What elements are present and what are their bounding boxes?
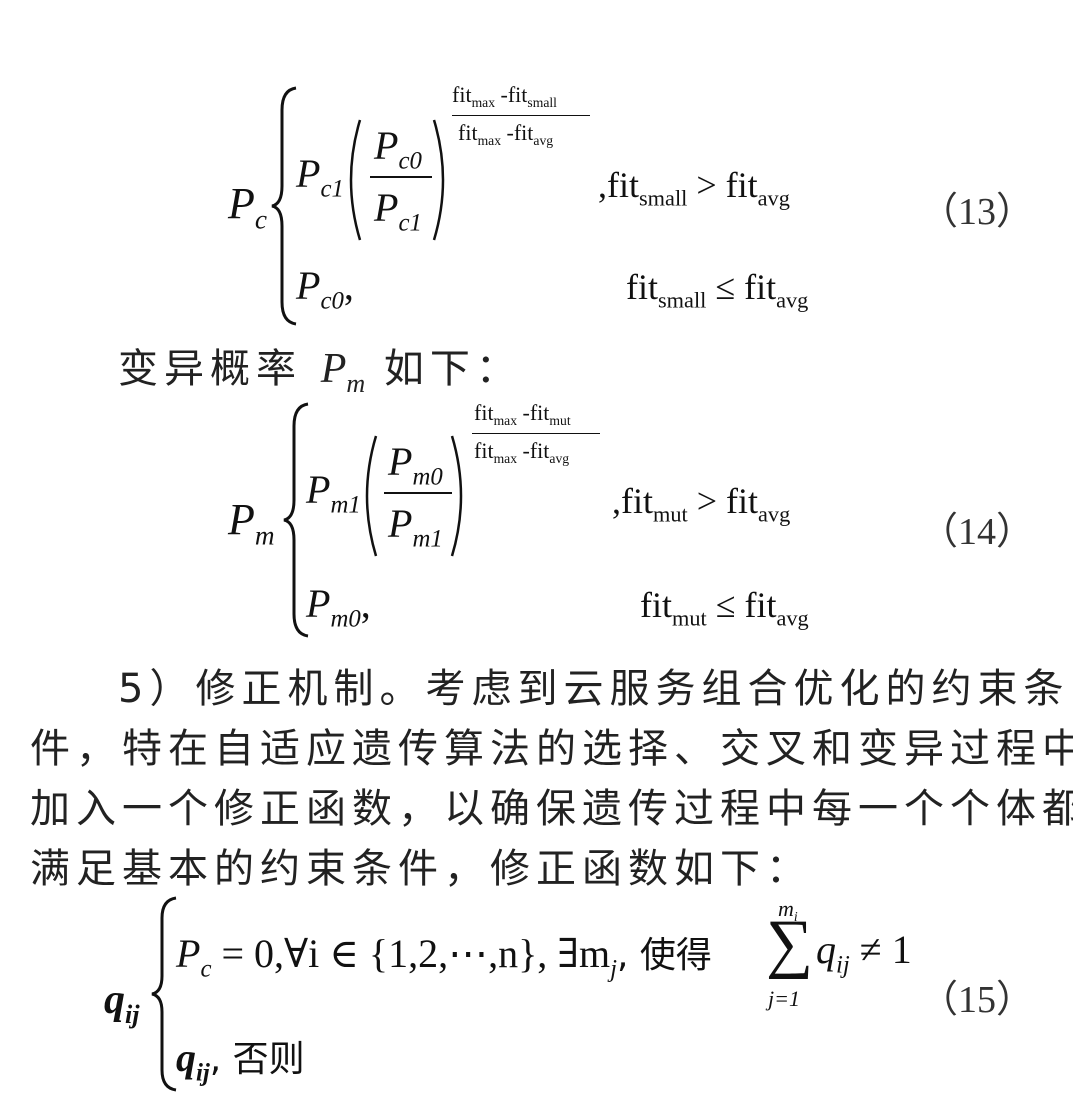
paragraph-line: 件，特在自适应遗传算法的选择、交叉和变异过程中 <box>30 726 1073 772</box>
eq13-condition-1: ,fitsmall > fitavg <box>598 165 790 211</box>
eq14-left-brace <box>283 402 309 638</box>
eq15-case2: qij, 否则 <box>176 1035 305 1087</box>
eq14-condition-1: ,fitmut > fitavg <box>612 481 791 527</box>
eq15-number: （15） <box>920 979 1035 1021</box>
eq15-sum-lower-limit: j=1 <box>768 986 800 1011</box>
eq14-exponent-numerator: fitmax -fitmut <box>474 400 571 429</box>
eq13-left-brace <box>271 86 297 326</box>
eq14-condition-2: fitmut ≤ fitavg <box>640 585 809 631</box>
eq13-case2-p: Pc0, <box>296 263 354 315</box>
text-mutation-probability: 变异概率 Pm 如下： <box>118 346 522 398</box>
eq14-left-paren <box>365 435 378 557</box>
eq13-condition-2: fitsmall ≤ fitavg <box>626 267 809 313</box>
eq13-exponent-bar <box>452 115 590 116</box>
eq14-right-paren <box>450 435 463 557</box>
eq13-case1-p: Pc1 <box>296 151 344 203</box>
paragraph-line: 加入一个修正函数，以确保遗传过程中每一个个体都 <box>30 786 1073 832</box>
eq14-case1-p: Pm1 <box>306 467 361 519</box>
eq13-fraction-denominator: Pc1 <box>374 185 422 237</box>
eq13-exponent-denominator: fitmax -fitavg <box>458 120 554 149</box>
eq15-case1: Pc = 0,∀i ∈ {1,2,⋯,n}, ∃mj, 使得 <box>176 931 712 983</box>
eq15-sum-upper-limit: mi <box>778 896 798 925</box>
eq15-case1-tail: qij ≠ 1 <box>816 927 912 979</box>
eq14-case2-p: Pm0, <box>306 581 371 633</box>
eq13-number: （13） <box>920 191 1035 233</box>
eq14-exponent-denominator: fitmax -fitavg <box>474 438 570 467</box>
eq13-lhs: Pc <box>228 179 267 235</box>
eq14-exponent-bar <box>472 433 600 434</box>
eq14-number: （14） <box>920 511 1035 553</box>
eq13-left-paren <box>349 119 362 241</box>
eq15-sum-symbol: ∑ <box>766 907 814 980</box>
eq13-fraction-numerator: Pc0 <box>374 123 422 175</box>
eq13-exponent-numerator: fitmax -fitsmall <box>452 82 557 111</box>
eq13-right-paren <box>432 119 445 241</box>
eq14-fraction-numerator: Pm0 <box>388 439 443 491</box>
eq13-fraction-bar <box>370 176 432 178</box>
eq15-left-brace <box>151 896 177 1092</box>
eq15-lhs: qij <box>104 977 140 1029</box>
eq14-fraction-bar <box>384 492 452 494</box>
paragraph-line: 5）修正机制。考虑到云服务组合优化的约束条 <box>118 666 1070 712</box>
eq14-lhs: Pm <box>228 495 275 551</box>
paragraph-line: 满足基本的约束条件，修正函数如下： <box>30 846 812 892</box>
eq14-fraction-denominator: Pm1 <box>388 501 443 553</box>
